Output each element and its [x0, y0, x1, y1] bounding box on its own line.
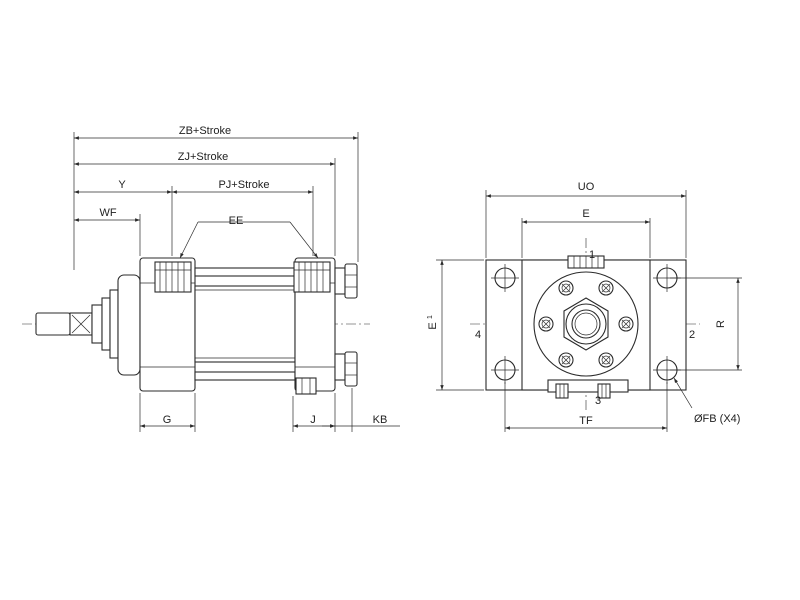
- wf-label: WF: [99, 207, 116, 219]
- svg-text:R: R: [715, 320, 727, 328]
- front-boss: [117, 274, 141, 376]
- fb-leader: [673, 377, 693, 409]
- uo-label: UO: [578, 181, 595, 193]
- svg-text:1: 1: [427, 315, 434, 319]
- side-view: ZB+Stroke ZJ+Stroke Y PJ+Stroke WF EE G …: [22, 125, 400, 432]
- tie-rod-nut-top: [344, 263, 358, 299]
- end-view: UO E TF E 1 R ØFB (X4) 1 2 3 4: [427, 181, 742, 432]
- fb-label: ØFB (X4): [694, 413, 740, 425]
- port-label-left: 4: [475, 329, 481, 341]
- g-label: G: [163, 414, 172, 426]
- cushion-screw: [295, 377, 317, 395]
- zj-label: ZJ+Stroke: [178, 151, 228, 163]
- cylinder-barrel: [194, 285, 296, 363]
- kb-label: KB: [373, 414, 388, 426]
- r-label: R: [715, 320, 727, 328]
- pj-label: PJ+Stroke: [218, 179, 269, 191]
- tf-label: TF: [579, 415, 593, 427]
- svg-text:E: E: [427, 322, 439, 329]
- rod-end: [35, 312, 71, 336]
- j-label: J: [310, 414, 316, 426]
- flange-bolts: [538, 280, 634, 368]
- y-label: Y: [118, 179, 126, 191]
- e1-label: E 1: [427, 315, 439, 330]
- rod-gland: [91, 304, 103, 344]
- zb-label: ZB+Stroke: [179, 125, 231, 137]
- tie-rod-nut-bottom: [344, 351, 358, 387]
- port-label-right: 2: [689, 329, 695, 341]
- rear-port: [293, 261, 331, 293]
- front-port: [154, 261, 192, 293]
- piston-rod: [571, 309, 601, 339]
- port-label-top: 1: [589, 249, 595, 261]
- tie-rod-bottom: [194, 371, 296, 381]
- ee-label: EE: [229, 215, 244, 227]
- port-label-bottom: 3: [595, 395, 601, 407]
- tie-rod-top: [194, 267, 296, 277]
- e-label: E: [582, 208, 589, 220]
